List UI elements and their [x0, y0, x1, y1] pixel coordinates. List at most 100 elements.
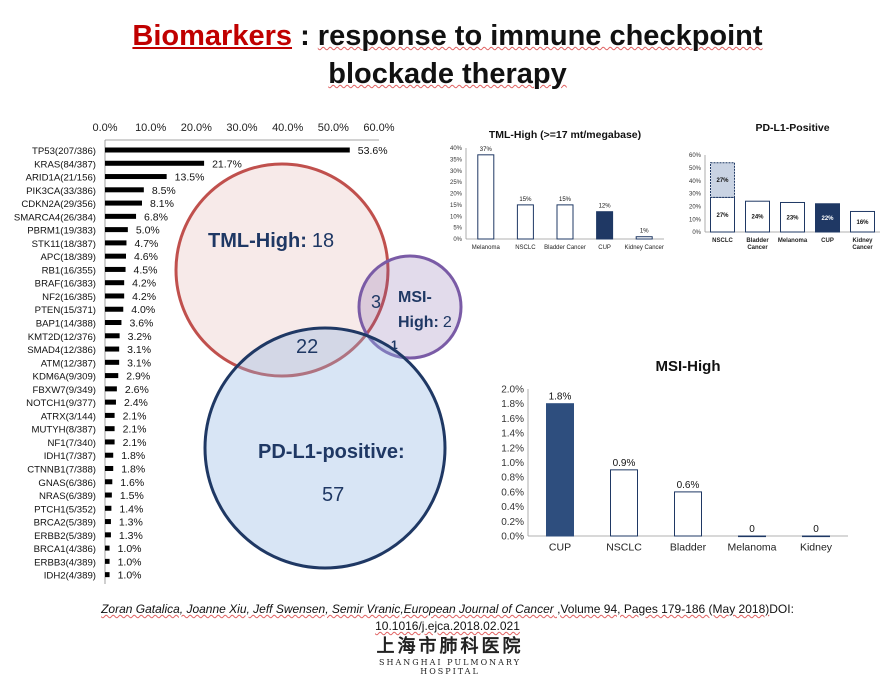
gene-bar-32	[105, 572, 110, 578]
citation-doi: 10.1016/j.ejca.2018.02.021	[375, 619, 520, 633]
tml-bar-1	[516, 204, 534, 240]
gene-category-label-15: SMAD4(12/386)	[27, 345, 96, 356]
venn-circle-tml-high	[174, 162, 390, 378]
gene-value-label-3: 8.5%	[152, 185, 176, 197]
gene-bar-25	[105, 479, 113, 485]
tml-category-label-1: NSCLC	[515, 245, 536, 251]
gene-bar-21	[105, 426, 115, 432]
gene-x-tick-1: 10.0%	[135, 122, 166, 134]
gene-value-label-22: 2.1%	[123, 437, 147, 449]
gene-category-label-5: SMARCA4(26/384)	[14, 212, 96, 223]
msi-y-tick-5: 1.0%	[501, 458, 524, 469]
gene-category-label-24: CTNNB1(7/388)	[27, 464, 96, 475]
citation-line1: Zoran Gatalica, Joanne Xiu, Jeff Swensen…	[0, 601, 895, 618]
gene-category-label-23: IDH1(7/387)	[44, 451, 96, 462]
venn-count-tml-msi: 3	[371, 292, 381, 312]
gene-bar-26	[105, 492, 112, 498]
msi-bar-4	[802, 535, 830, 538]
msi-bar-1	[610, 469, 638, 537]
pdl1-category-label-2: Melanoma	[778, 238, 808, 244]
gene-category-label-16: ATM(12/387)	[41, 358, 96, 369]
venn-msi-count: 2	[443, 314, 452, 331]
venn-diagram: TML-High:18 MSI- High:2 3 22 1 PD-L1-pos…	[174, 162, 463, 570]
gene-bar-3	[105, 187, 144, 193]
pdl1-y-tick-6: 60%	[689, 153, 702, 159]
gene-category-label-31: ERBB3(4/389)	[34, 557, 96, 568]
gene-mutation-bar-chart: 0.0%10.0%20.0%30.0%40.0%50.0%60.0%TP53(2…	[14, 122, 395, 584]
venn-label-msi-line2: High:2	[398, 314, 452, 331]
venn-circle-msi-high	[357, 254, 463, 360]
msi-high-bar-chart: MSI-High0.0%0.2%0.4%0.6%0.8%1.0%1.2%1.4%…	[501, 358, 848, 554]
gene-bar-27	[105, 505, 112, 511]
tml-y-tick-8: 40%	[450, 146, 463, 152]
venn-label-pd-l1: PD-L1-positive:	[258, 441, 405, 463]
gene-category-label-19: NOTCH1(9/377)	[26, 398, 96, 409]
gene-value-label-7: 4.7%	[134, 238, 158, 250]
gene-bar-15	[105, 346, 120, 352]
gene-value-label-11: 4.2%	[132, 291, 156, 303]
venn-label-tml-high: TML-High:18	[208, 230, 334, 252]
gene-bar-10	[105, 280, 125, 286]
tml-bar-2	[556, 204, 574, 240]
tml-y-tick-7: 35%	[450, 157, 463, 163]
gene-value-label-21: 2.1%	[123, 424, 147, 436]
msi-y-tick-2: 0.4%	[501, 502, 524, 513]
gene-bar-19	[105, 399, 116, 405]
gene-x-tick-3: 30.0%	[226, 122, 257, 134]
venn-circle-pd-l1	[203, 326, 447, 570]
pdl1-category-label-1-1: Cancer	[747, 245, 768, 251]
pdl1-bar-1	[745, 200, 770, 233]
gene-value-label-13: 3.6%	[129, 318, 153, 330]
gene-bar-23	[105, 452, 114, 458]
gene-value-label-26: 1.5%	[120, 490, 144, 502]
venn-tml-count: 18	[312, 230, 334, 252]
pdl1-title: PD-L1-Positive	[755, 122, 829, 134]
gene-value-label-19: 2.4%	[124, 397, 148, 409]
pdl1-bar-2	[780, 201, 805, 233]
pdl1-y-tick-1: 10%	[689, 217, 702, 223]
msi-y-tick-9: 1.8%	[501, 399, 524, 410]
pdl1-category-label-4-1: Cancer	[852, 245, 873, 251]
gene-bar-8	[105, 253, 127, 259]
gene-bar-4	[105, 200, 142, 206]
gene-value-label-12: 4.0%	[131, 304, 155, 316]
citation: Zoran Gatalica, Joanne Xiu, Jeff Swensen…	[0, 601, 895, 635]
gene-bar-22	[105, 439, 115, 445]
gene-value-label-23: 1.8%	[121, 450, 145, 462]
title-separator: :	[292, 20, 318, 52]
gene-value-label-31: 1.0%	[118, 556, 142, 568]
gene-bar-30	[105, 545, 110, 551]
gene-category-label-7: STK11(18/387)	[32, 239, 96, 250]
gene-bar-24	[105, 465, 114, 471]
citation-details: ,Volume 94, Pages 179-186 (May 2018)	[553, 602, 770, 616]
msi-category-label-2: Bladder	[670, 542, 707, 554]
tml-y-tick-1: 5%	[453, 226, 462, 232]
pdl1-bar-4	[850, 210, 875, 233]
gene-category-label-2: ARID1A(21/156)	[26, 173, 96, 184]
pdl1-y-tick-3: 30%	[689, 192, 702, 198]
pdl1-category-label-1-0: Bladder	[746, 238, 769, 244]
gene-category-label-25: GNAS(6/386)	[38, 478, 96, 489]
gene-category-label-3: PIK3CA(33/386)	[26, 186, 96, 197]
gene-value-label-32: 1.0%	[118, 570, 142, 582]
citation-line2: 10.1016/j.ejca.2018.02.021	[0, 618, 895, 635]
gene-value-label-30: 1.0%	[118, 543, 142, 555]
gene-value-label-10: 4.2%	[132, 278, 156, 290]
gene-bar-29	[105, 532, 111, 538]
slide-title-line1: Biomarkers : response to immune checkpoi…	[0, 20, 895, 53]
pdl1-category-label-3: CUP	[821, 238, 834, 244]
gene-x-tick-6: 60.0%	[363, 122, 394, 134]
tml-y-tick-5: 25%	[450, 180, 463, 186]
gene-bar-31	[105, 558, 110, 564]
gene-category-label-30: BRCA1(4/386)	[34, 544, 96, 555]
venn-label-msi-line1: MSI-	[398, 289, 432, 306]
tml-title: TML-High (>=17 mt/megabase)	[489, 129, 641, 141]
tml-value-label-1: 15%	[519, 197, 532, 203]
gene-category-label-21: MUTYH(8/387)	[31, 425, 96, 436]
gene-bar-1	[105, 160, 205, 166]
msi-y-tick-0: 0.0%	[501, 532, 524, 543]
pdl1-extra-label-0: 27%	[716, 178, 729, 184]
gene-value-label-2: 13.5%	[175, 172, 205, 184]
gene-category-label-29: ERBB2(5/389)	[34, 531, 96, 542]
